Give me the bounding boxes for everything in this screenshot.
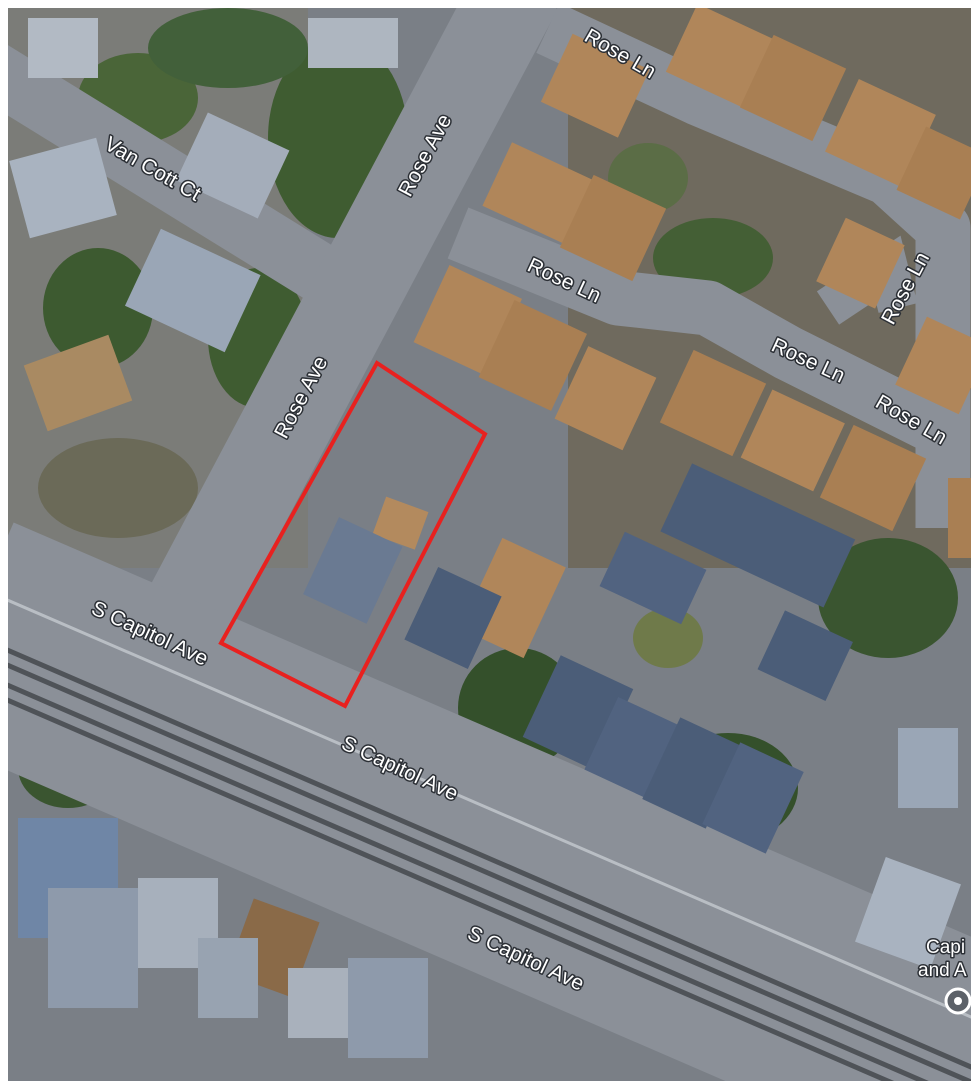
blue-roof-buildings xyxy=(303,463,856,854)
grey-roof-houses xyxy=(9,18,961,1058)
van-cott-ct-road xyxy=(8,45,344,304)
map-canvas[interactable]: Van Cott Ct Rose Ave Rose Ave Rose Ln Ro… xyxy=(8,8,971,1081)
highlighted-parcel-outline[interactable] xyxy=(218,360,488,709)
road-edge-line xyxy=(8,598,971,1019)
poi-marker[interactable]: Capi and A xyxy=(917,936,971,1015)
poi-label-line-2: and A xyxy=(918,960,967,981)
rose-ave-road xyxy=(128,8,558,670)
rail-tracks xyxy=(8,647,971,1081)
satellite-map[interactable]: Van Cott Ct Rose Ave Rose Ave Rose Ln Ro… xyxy=(8,8,971,1081)
poi-icon-center xyxy=(954,997,962,1005)
tan-roof-houses xyxy=(23,8,971,998)
poi-label-line-1: Capi xyxy=(926,937,965,958)
s-capitol-ave-road xyxy=(8,522,971,1081)
